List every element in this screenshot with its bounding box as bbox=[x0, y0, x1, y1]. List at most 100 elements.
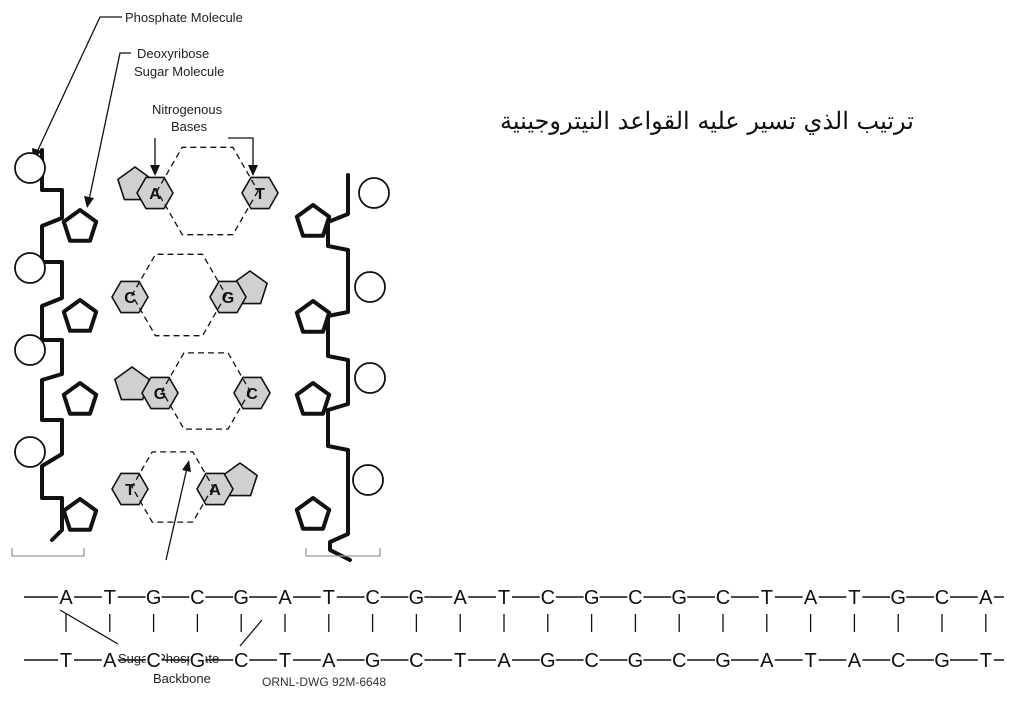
base-letter-left: T bbox=[125, 482, 135, 499]
sugar-pentagon bbox=[294, 203, 332, 238]
letter-bg bbox=[890, 584, 907, 606]
bottom-base: G bbox=[628, 650, 644, 672]
bottom-base: T bbox=[279, 650, 291, 672]
letter-bg bbox=[58, 584, 74, 606]
top-base: T bbox=[761, 587, 773, 609]
letter-bg bbox=[977, 584, 994, 606]
base-hexagon bbox=[196, 472, 234, 506]
letter-bg bbox=[496, 584, 512, 606]
top-base: G bbox=[409, 587, 425, 609]
base-letter-right: A bbox=[209, 482, 221, 499]
top-base: T bbox=[323, 587, 335, 609]
letter-bg bbox=[101, 647, 118, 669]
sugar-pentagon bbox=[61, 298, 99, 333]
nitrogenous-label-line1: Nitrogenous bbox=[152, 102, 223, 117]
hydrogen-bond bbox=[131, 451, 214, 523]
letter-bg bbox=[846, 584, 863, 606]
top-base: C bbox=[935, 587, 949, 609]
hydrogen-bond bbox=[156, 146, 259, 236]
label-arrows bbox=[32, 16, 263, 647]
sugar-pentagon bbox=[294, 496, 332, 531]
letter-bg bbox=[539, 647, 556, 669]
letter-bg bbox=[408, 647, 425, 669]
bottom-base: T bbox=[980, 650, 992, 672]
top-base: A bbox=[979, 587, 993, 609]
base-hexagon bbox=[111, 280, 149, 314]
letter-bg bbox=[758, 647, 775, 669]
bottom-base: C bbox=[234, 650, 248, 672]
top-base: A bbox=[278, 587, 292, 609]
right-bracket bbox=[305, 548, 381, 557]
letter-bg bbox=[320, 647, 337, 669]
phosphate-circle bbox=[354, 271, 386, 303]
top-base: A bbox=[454, 587, 468, 609]
bottom-base: A bbox=[497, 650, 511, 672]
top-base: C bbox=[541, 587, 555, 609]
letter-bg bbox=[802, 647, 819, 669]
top-base: C bbox=[365, 587, 379, 609]
letter-bg bbox=[758, 584, 775, 606]
sugar-pentagon bbox=[294, 299, 332, 334]
base-letter-left: C bbox=[124, 290, 136, 307]
letter-bg bbox=[58, 647, 74, 669]
hydrogen-bond bbox=[131, 253, 227, 337]
letter-bg bbox=[145, 647, 162, 669]
left-backbone bbox=[40, 148, 64, 542]
bottom-base: T bbox=[454, 650, 466, 672]
letter-bg bbox=[233, 647, 250, 669]
letter-bg bbox=[583, 584, 600, 606]
top-base: T bbox=[104, 587, 116, 609]
bottom-base: C bbox=[146, 650, 160, 672]
bottom-base: C bbox=[584, 650, 598, 672]
letter-bg bbox=[715, 647, 731, 669]
letter-bg bbox=[496, 647, 512, 669]
top-base: G bbox=[890, 587, 906, 609]
bottom-base: G bbox=[190, 650, 206, 672]
bottom-base: G bbox=[934, 650, 950, 672]
sugar-pentagon bbox=[61, 497, 99, 532]
letter-bg bbox=[189, 647, 206, 669]
deoxyribose-label-line2: Sugar Molecule bbox=[134, 64, 224, 79]
phosphate-label: Phosphate Molecule bbox=[125, 10, 243, 25]
letter-bg bbox=[934, 584, 950, 606]
bottom-base: C bbox=[672, 650, 686, 672]
top-base: C bbox=[628, 587, 642, 609]
bottom-base: A bbox=[322, 650, 336, 672]
letter-bg bbox=[277, 647, 293, 669]
letter-bg bbox=[583, 647, 600, 669]
base-letter-left: A bbox=[149, 186, 161, 203]
top-base: C bbox=[190, 587, 204, 609]
left-bracket bbox=[11, 548, 85, 557]
letter-bg bbox=[715, 584, 731, 606]
arabic-caption: ترتيب الذي تسير عليه القواعد النيتروجيني… bbox=[500, 107, 914, 135]
bottom-base: A bbox=[103, 650, 117, 672]
letter-bg bbox=[846, 647, 863, 669]
top-base: G bbox=[146, 587, 162, 609]
phosphate-circle bbox=[14, 152, 46, 184]
letter-bg bbox=[189, 584, 206, 606]
deoxyribose-label-line1: Deoxyribose bbox=[137, 46, 209, 61]
phosphate-circle bbox=[354, 362, 386, 394]
phosphate-circle bbox=[14, 252, 46, 284]
base-hexagon bbox=[136, 176, 174, 210]
bottom-base: G bbox=[540, 650, 556, 672]
bottom-base: C bbox=[891, 650, 905, 672]
bottom-base: G bbox=[365, 650, 381, 672]
phosphate-circle bbox=[352, 464, 384, 496]
bottom-base: C bbox=[409, 650, 423, 672]
letter-bg bbox=[627, 584, 644, 606]
phosphate-circle bbox=[358, 177, 390, 209]
sugar-pentagon bbox=[61, 381, 99, 416]
sugar-pentagon bbox=[294, 381, 332, 416]
base-hexagon bbox=[241, 176, 279, 210]
drawing-credit: ORNL-DWG 92M-6648 bbox=[262, 675, 386, 689]
letter-bg bbox=[145, 584, 162, 606]
top-base: G bbox=[671, 587, 687, 609]
bottom-base: T bbox=[804, 650, 816, 672]
top-base: A bbox=[59, 587, 73, 609]
right-backbone bbox=[326, 173, 352, 562]
top-base: C bbox=[716, 587, 730, 609]
